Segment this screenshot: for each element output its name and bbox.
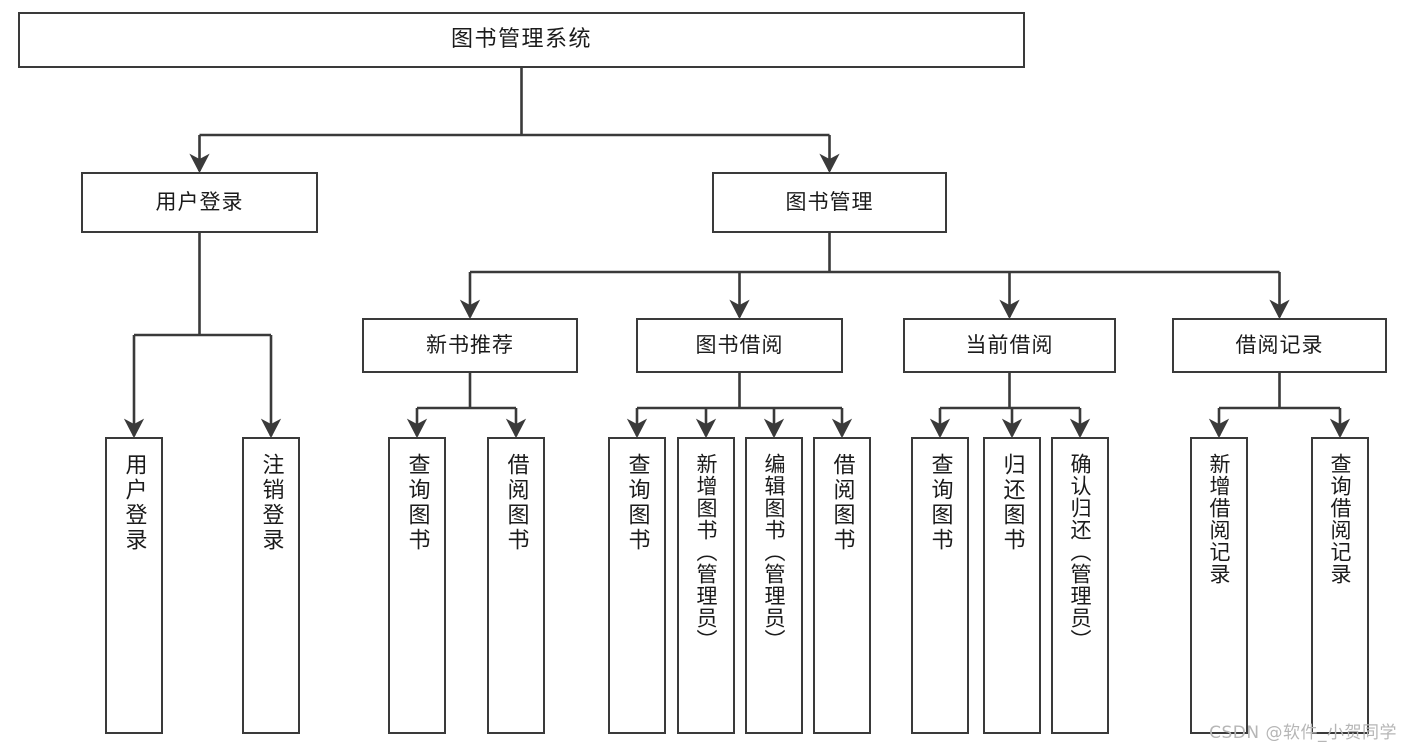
node-leaf-borrow-book-2[interactable]: 借阅图书 (813, 437, 871, 734)
node-leaf-query-book-3[interactable]: 查询图书 (911, 437, 969, 734)
node-leaf-add-record[interactable]: 新增借阅记录 (1190, 437, 1248, 734)
node-user-login[interactable]: 用户登录 (81, 172, 318, 233)
node-label-leaf-return-book: 归还图书 (999, 453, 1025, 553)
node-label-leaf-edit-book: 编辑图书（管理员） (762, 453, 787, 651)
node-root[interactable]: 图书管理系统 (18, 12, 1025, 68)
node-label-leaf-logout: 注销登录 (258, 453, 284, 553)
node-leaf-user-login[interactable]: 用户登录 (105, 437, 163, 734)
node-book-borrow[interactable]: 图书借阅 (636, 318, 843, 373)
node-label-book-borrow: 图书借阅 (695, 333, 784, 358)
node-label-leaf-query-book-1: 查询图书 (404, 453, 430, 553)
node-label-new-book-recommend: 新书推荐 (426, 333, 514, 358)
node-label-root: 图书管理系统 (450, 27, 592, 53)
node-current-borrow[interactable]: 当前借阅 (903, 318, 1116, 373)
node-leaf-query-book-1[interactable]: 查询图书 (388, 437, 446, 734)
node-label-leaf-confirm-return: 确认归还（管理员） (1068, 453, 1093, 651)
node-label-current-borrow: 当前借阅 (965, 333, 1054, 358)
node-label-borrow-record: 借阅记录 (1235, 333, 1324, 358)
watermark: CSDN @软件_小贺同学 (1209, 723, 1397, 743)
node-label-leaf-query-book-2: 查询图书 (624, 453, 650, 553)
node-label-user-login: 用户登录 (155, 190, 244, 215)
node-label-leaf-add-record: 新增借阅记录 (1207, 453, 1232, 585)
node-borrow-record[interactable]: 借阅记录 (1172, 318, 1387, 373)
node-label-leaf-query-record: 查询借阅记录 (1328, 453, 1353, 585)
node-label-leaf-borrow-book-1: 借阅图书 (503, 453, 529, 553)
node-leaf-query-book-2[interactable]: 查询图书 (608, 437, 666, 734)
node-leaf-edit-book[interactable]: 编辑图书（管理员） (745, 437, 803, 734)
node-book-manage[interactable]: 图书管理 (712, 172, 947, 233)
node-label-leaf-add-book: 新增图书（管理员） (694, 453, 719, 651)
node-new-book-recommend[interactable]: 新书推荐 (362, 318, 578, 373)
node-label-leaf-borrow-book-2: 借阅图书 (829, 453, 855, 553)
node-leaf-logout[interactable]: 注销登录 (242, 437, 300, 734)
node-label-leaf-query-book-3: 查询图书 (927, 453, 953, 553)
node-leaf-confirm-return[interactable]: 确认归还（管理员） (1051, 437, 1109, 734)
node-leaf-query-record[interactable]: 查询借阅记录 (1311, 437, 1369, 734)
node-leaf-borrow-book-1[interactable]: 借阅图书 (487, 437, 545, 734)
node-leaf-add-book[interactable]: 新增图书（管理员） (677, 437, 735, 734)
node-label-book-manage: 图书管理 (785, 190, 874, 215)
node-leaf-return-book[interactable]: 归还图书 (983, 437, 1041, 734)
node-label-leaf-user-login: 用户登录 (121, 453, 147, 553)
edge-paths (123, 68, 1351, 439)
